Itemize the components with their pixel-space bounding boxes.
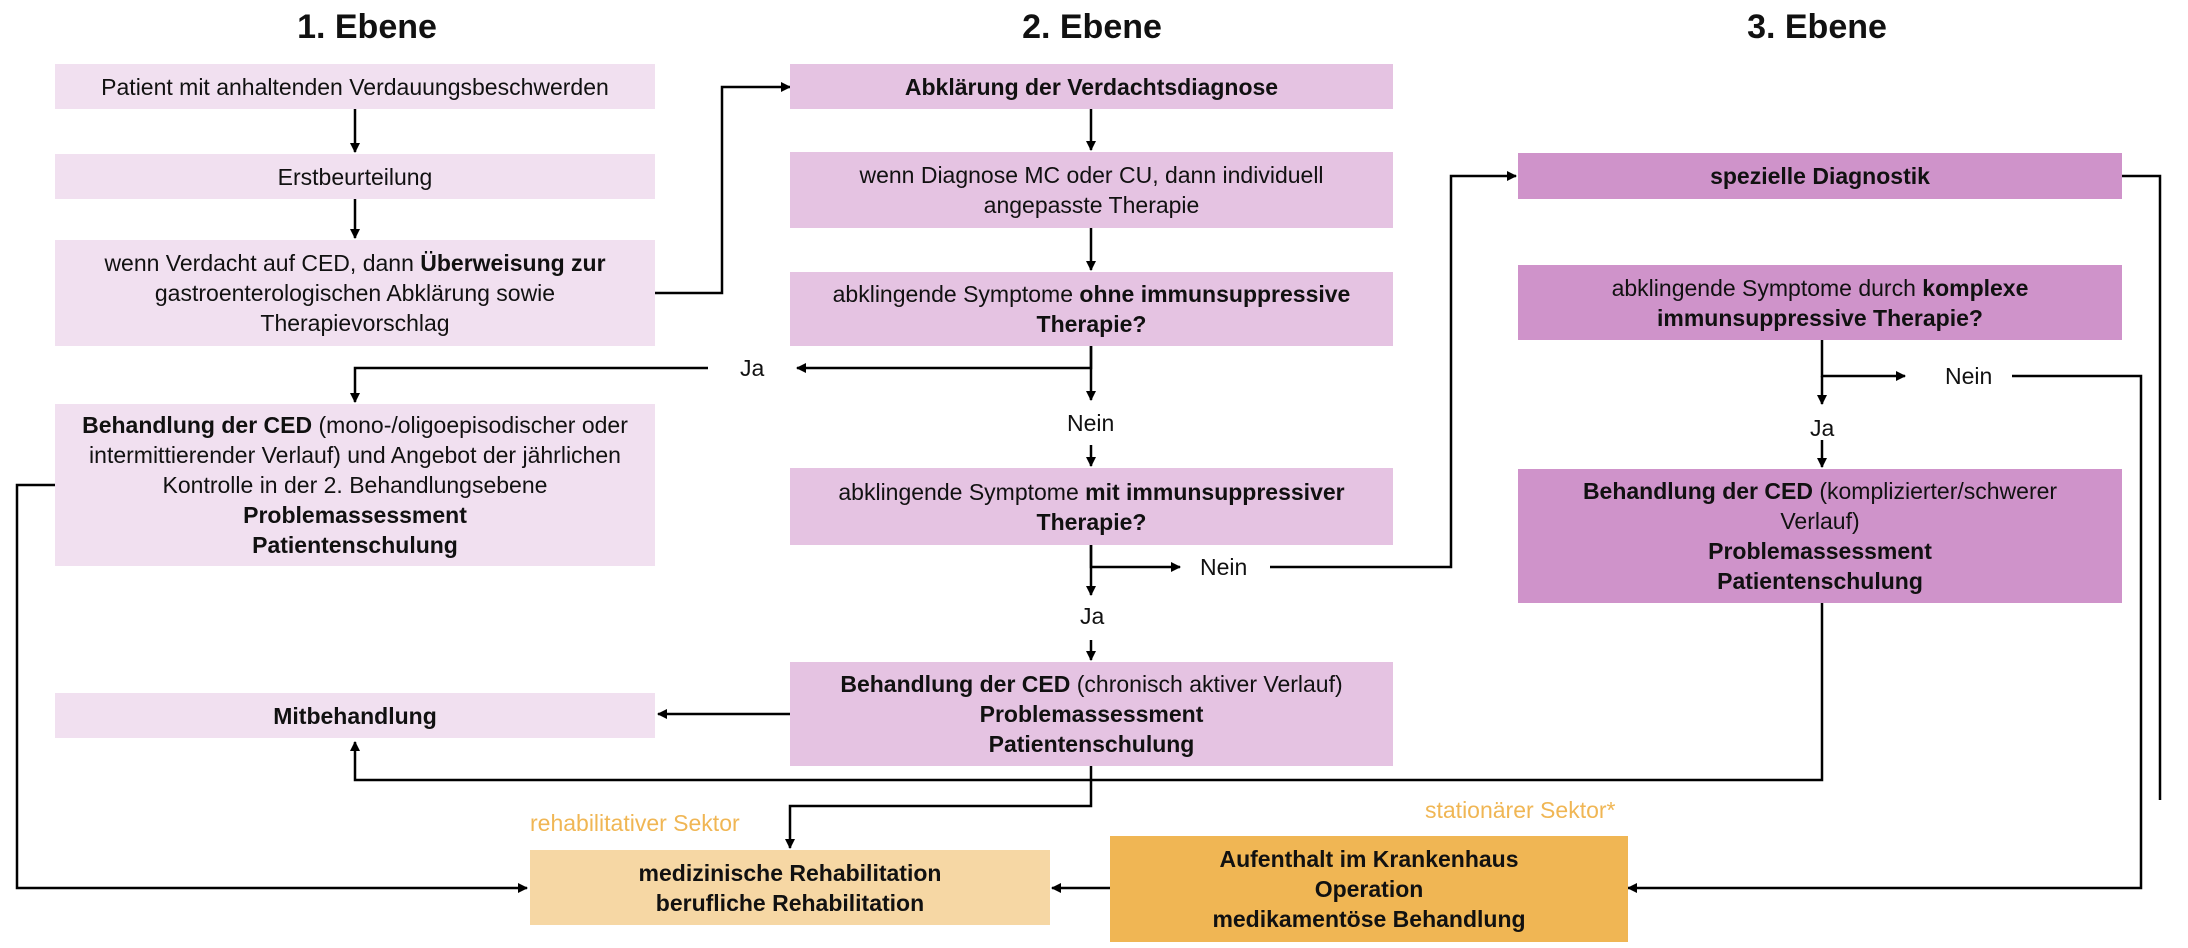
box-verdacht: wenn Verdacht auf CED, dann Überweisung … xyxy=(55,240,655,346)
box-behandlung-l3: Behandlung der CED (komplizierter/schwer… xyxy=(1518,469,2122,603)
box-spezielle-diagnostik: spezielle Diagnostik xyxy=(1518,153,2122,199)
box-mitbehandlung: Mitbehandlung xyxy=(55,693,655,738)
box-diagnose: wenn Diagnose MC oder CU, dann individue… xyxy=(790,152,1393,228)
header-level-1: 1. Ebene xyxy=(297,8,437,46)
box-abklaerung: Abklärung der Verdachtsdiagnose xyxy=(790,64,1393,109)
box-rehabilitation: medizinische Rehabilitation berufliche R… xyxy=(530,850,1050,925)
box-mit-immunsuppressiv: abklingende Symptome mit immunsuppressiv… xyxy=(790,468,1393,545)
box-behandlung-l1: Behandlung der CED (mono-/oligoepisodisc… xyxy=(55,404,655,566)
label-ja-1: Ja xyxy=(740,355,765,381)
box-erstbeurteilung: Erstbeurteilung xyxy=(55,154,655,199)
header-level-3: 3. Ebene xyxy=(1747,8,1887,46)
label-nein-1: Nein xyxy=(1067,410,1115,436)
header-level-2: 2. Ebene xyxy=(1022,8,1162,46)
box-behandlung-l2: Behandlung der CED (chronisch aktiver Ve… xyxy=(790,662,1393,766)
box-ohne-immunsuppressiv: abklingende Symptome ohne immunsuppressi… xyxy=(790,272,1393,346)
label-nein-2: Nein xyxy=(1200,554,1248,580)
box-patient: Patient mit anhaltenden Verdauungsbeschw… xyxy=(55,64,655,109)
label-ja-3: Ja xyxy=(1810,415,1835,441)
stat-sector-title: stationärer Sektor* xyxy=(1425,797,1616,823)
box-komplexe-therapie: abklingende Symptome durch komplexe immu… xyxy=(1518,265,2122,340)
box-stationaer: Aufenthalt im Krankenhaus Operation medi… xyxy=(1110,836,1628,942)
label-nein-3: Nein xyxy=(1945,363,1993,389)
label-ja-2: Ja xyxy=(1080,603,1105,629)
reha-sector-title: rehabilitativer Sektor xyxy=(530,810,740,836)
